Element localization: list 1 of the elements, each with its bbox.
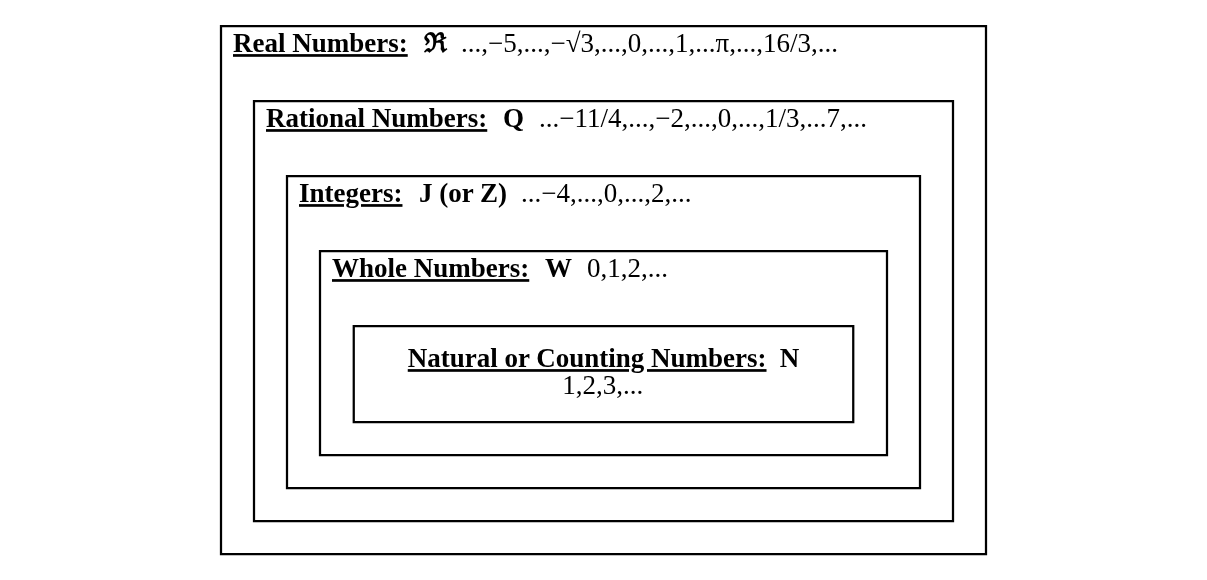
node-box: Natural or Counting Numbers: N 1,2,3,... <box>352 324 855 424</box>
